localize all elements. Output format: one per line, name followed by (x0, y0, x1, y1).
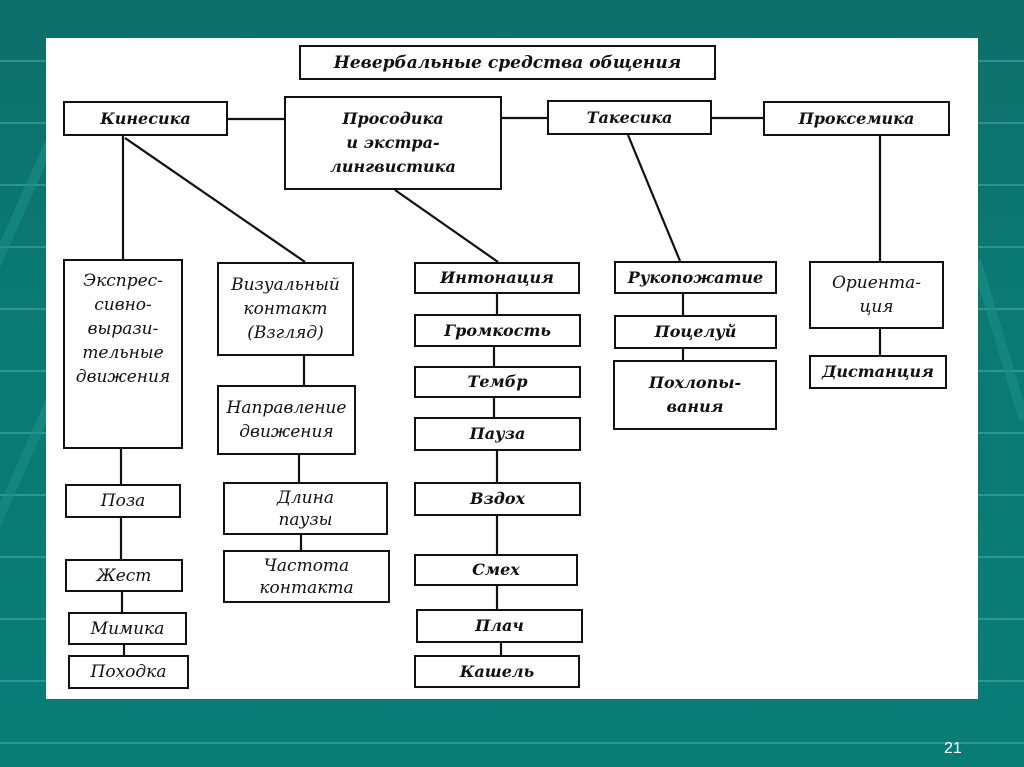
node-pause: Пауза (414, 417, 581, 451)
node-sigh: Вздох (414, 482, 581, 516)
node-contact-frequency: Частота контакта (223, 550, 390, 603)
node-cough: Кашель (414, 655, 580, 688)
node-intonation: Интонация (414, 262, 580, 294)
node-visual-contact: Визуальный контакт (Взгляд) (217, 262, 354, 356)
node-gait: Походка (68, 655, 189, 689)
node-expressive-movements: Экспрес- сивно- вырази- тельные движения (63, 259, 183, 449)
category-takesics: Такесика (547, 100, 712, 135)
node-distance: Дистанция (809, 355, 947, 389)
node-loudness: Громкость (414, 314, 581, 347)
category-kinesics: Кинесика (63, 101, 228, 136)
diagram-title: Невербальные средства общения (299, 45, 716, 80)
node-crying: Плач (416, 609, 583, 643)
node-laughter: Смех (414, 554, 578, 586)
category-prosody: Просодика и экстра- лингвистика (284, 96, 502, 190)
node-mimicry: Мимика (68, 612, 187, 645)
page-number: 21 (944, 740, 962, 757)
node-timbre: Тембр (414, 366, 581, 398)
node-patting: Похлопы- вания (613, 360, 777, 430)
category-proxemics: Проксемика (763, 101, 950, 136)
node-pose: Поза (65, 484, 181, 518)
decorative-right-stripes (976, 0, 1024, 767)
node-handshake: Рукопожатие (614, 261, 777, 294)
node-orientation: Ориента- ция (809, 261, 944, 329)
node-kiss: Поцелуй (614, 315, 777, 349)
node-pause-length: Длина паузы (223, 482, 388, 535)
node-movement-direction: Направление движения (217, 385, 356, 455)
node-gesture: Жест (65, 559, 183, 592)
